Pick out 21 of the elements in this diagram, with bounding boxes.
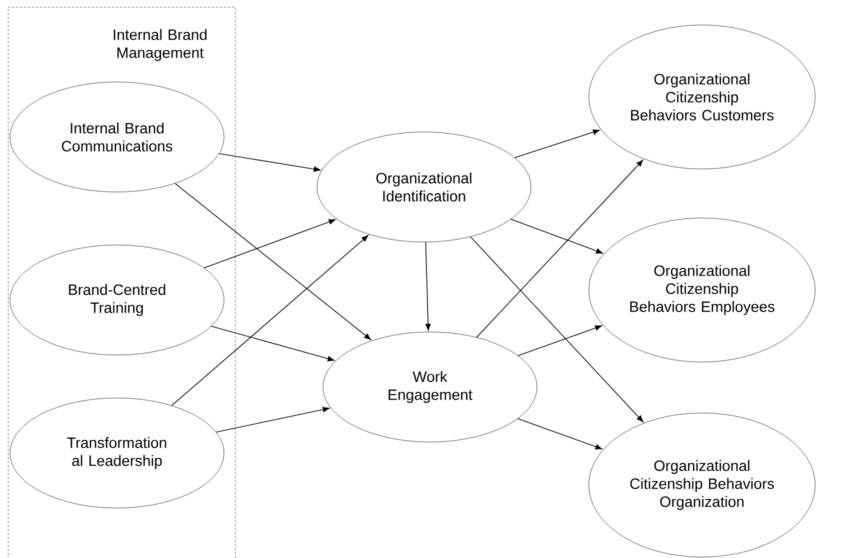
arrow (218, 153, 321, 172)
ellipse-node: Organizational Citizenship Behaviors Customers (588, 24, 816, 170)
arrow (174, 182, 372, 340)
ellipse-node: Internal Brand Communications (10, 82, 224, 192)
ellipse-node: Transformation al Leadership (10, 398, 224, 508)
ellipse-node: Work Engagement (322, 332, 538, 442)
arrow (470, 236, 644, 422)
arrow (210, 326, 334, 362)
arrow (216, 406, 330, 432)
arrow (514, 129, 600, 158)
arrow (171, 235, 368, 406)
arrow (518, 325, 602, 356)
arrow (425, 242, 431, 331)
ellipse-node: Organizational Identification (316, 132, 532, 242)
ellipse-node: Organizational Citizenship Behaviors Organization (588, 412, 816, 558)
ellipse-node: Brand-Centred Training (10, 244, 224, 356)
arrow (510, 218, 603, 254)
arrow (476, 160, 644, 338)
ellipse-node: Organizational Citizenship Behaviors Employees (588, 218, 816, 362)
arrow (204, 219, 336, 268)
arrow (517, 418, 602, 450)
